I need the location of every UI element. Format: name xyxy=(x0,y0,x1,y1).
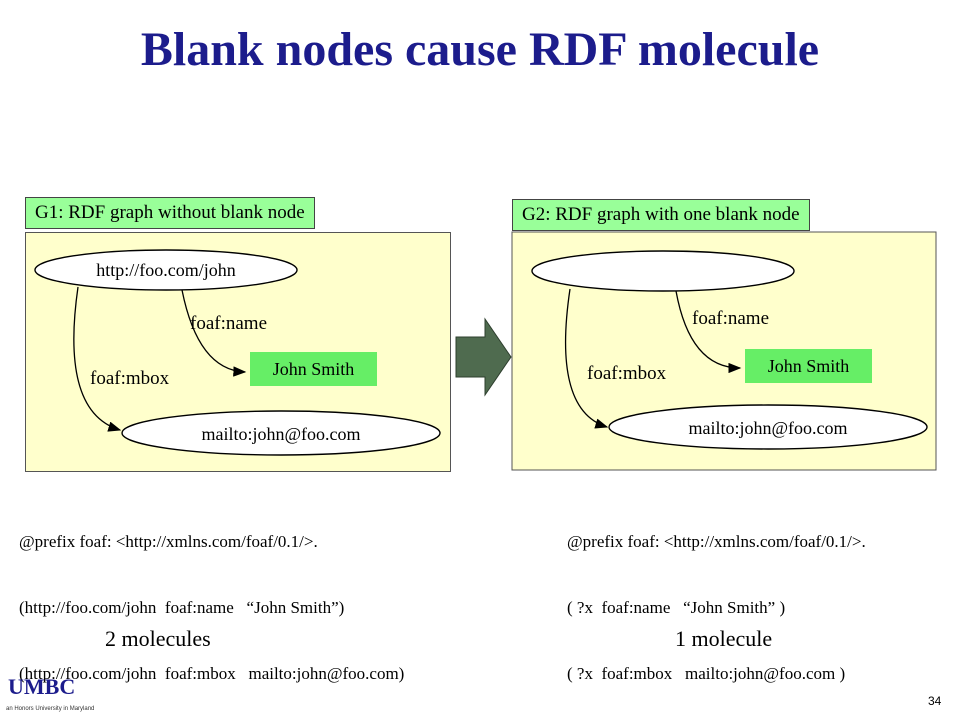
g1-code-line: @prefix foaf: <http://xmlns.com/foaf/0.1… xyxy=(19,532,318,551)
umbc-logo-subtitle: an Honors University in Maryland xyxy=(6,706,95,712)
page-number: 34 xyxy=(928,694,942,708)
g1-molecule-count: 2 molecules xyxy=(105,626,211,651)
g1-code-line: (http://foo.com/john foaf:mbox mailto:jo… xyxy=(19,664,405,683)
g1-name-predicate: foaf:name xyxy=(190,313,268,334)
g1-code-line: (http://foo.com/john foaf:name “John Smi… xyxy=(19,598,345,617)
umbc-logo: UMBC xyxy=(8,674,76,699)
g1-header: G1: RDF graph without blank node xyxy=(25,197,315,229)
g2-mbox-predicate: foaf:mbox xyxy=(587,363,667,384)
g1-code-block: @prefix foaf: <http://xmlns.com/foaf/0.1… xyxy=(19,487,404,707)
g1-mbox-node xyxy=(121,410,441,456)
g1-mbox-edge xyxy=(73,286,122,432)
g2-code-line: ( ?x foaf:name “John Smith” ) xyxy=(567,598,786,617)
g2-header: G2: RDF graph with one blank node xyxy=(512,199,810,231)
g2-mbox-text: mailto:john@foo.com xyxy=(688,418,847,438)
g2-name-literal: John Smith xyxy=(745,349,872,383)
g1-mbox-predicate: foaf:mbox xyxy=(90,368,170,389)
g1-subject-node xyxy=(34,249,298,291)
g2-code-line: ( ?x foaf:mbox mailto:john@foo.com ) xyxy=(567,664,846,683)
g2-name-edge xyxy=(675,290,742,374)
g1-name-edge xyxy=(181,289,247,377)
g1-name-literal: John Smith xyxy=(250,352,377,386)
slide-title: Blank nodes cause RDF molecule xyxy=(140,23,820,76)
transition-arrow xyxy=(455,317,512,397)
g1-subject-text: http://foo.com/john xyxy=(96,260,236,280)
g2-code-block: @prefix foaf: <http://xmlns.com/foaf/0.1… xyxy=(567,487,866,707)
g2-mbox-edge xyxy=(564,288,609,429)
g2-name-predicate: foaf:name xyxy=(692,308,770,329)
g2-mbox-node xyxy=(608,404,928,450)
g2-molecule-count: 1 molecule xyxy=(675,626,773,651)
g1-mbox-text: mailto:john@foo.com xyxy=(201,424,360,444)
g2-blank-node xyxy=(531,250,795,292)
g2-code-line: @prefix foaf: <http://xmlns.com/foaf/0.1… xyxy=(567,532,866,551)
